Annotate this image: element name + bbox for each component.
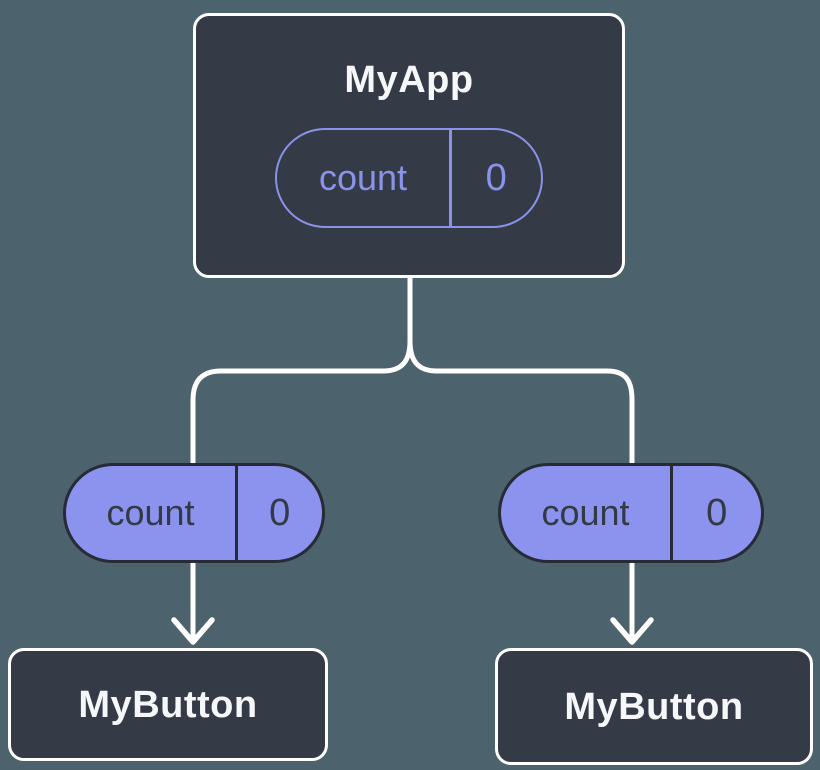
state-pill-value: 0 bbox=[485, 156, 507, 199]
connector-root-to-left-child bbox=[190, 278, 413, 640]
arrowhead-right-icon bbox=[610, 617, 654, 645]
connector-root-to-right-child bbox=[407, 278, 635, 640]
prop-pill-right-value: 0 bbox=[706, 491, 728, 534]
node-mybutton-right: MyButton bbox=[495, 648, 813, 765]
prop-pill-left: count 0 bbox=[63, 463, 325, 563]
state-pill-key: count bbox=[318, 157, 408, 198]
prop-pill-right-key: count bbox=[541, 492, 630, 533]
prop-pill-left-key: count bbox=[106, 492, 195, 533]
arrowhead-left-icon bbox=[171, 617, 215, 645]
pill-divider bbox=[235, 466, 238, 560]
state-pill: count 0 bbox=[275, 128, 543, 228]
prop-pill-right: count 0 bbox=[498, 463, 764, 563]
node-mybutton-left-title: MyButton bbox=[78, 683, 258, 726]
pill-divider bbox=[670, 466, 673, 560]
prop-pill-left-value: 0 bbox=[269, 491, 291, 534]
node-myapp: MyApp count 0 bbox=[193, 13, 625, 278]
node-mybutton-left: MyButton bbox=[8, 648, 328, 761]
node-myapp-title: MyApp bbox=[344, 59, 474, 101]
node-mybutton-right-title: MyButton bbox=[564, 685, 744, 728]
pill-divider bbox=[449, 130, 452, 226]
